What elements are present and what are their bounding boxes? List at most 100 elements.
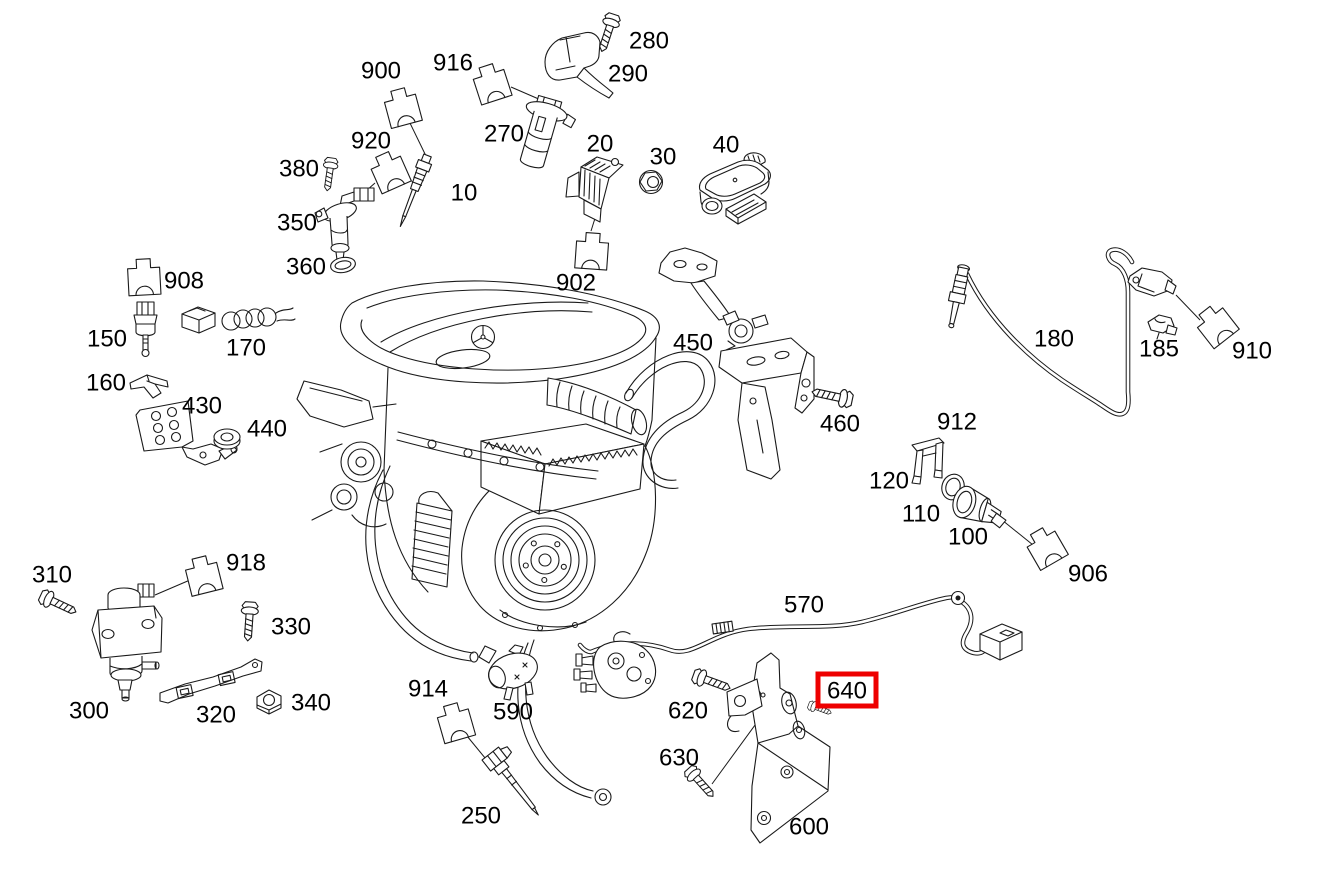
part-label-330[interactable]: 330: [271, 614, 311, 641]
part-callout-900[interactable]: 900: [361, 58, 401, 85]
part-callout-916[interactable]: 916: [433, 50, 473, 77]
part-callout-380[interactable]: 380: [279, 156, 319, 183]
part-label-185[interactable]: 185: [1139, 336, 1179, 363]
part-label-270[interactable]: 270: [484, 121, 524, 148]
part-callout-360[interactable]: 360: [286, 254, 326, 281]
part-callout-150[interactable]: 150: [87, 326, 127, 353]
part-callout-600[interactable]: 600: [789, 814, 829, 841]
part-callout-902[interactable]: 902: [556, 270, 596, 297]
part-callout-185[interactable]: 185: [1139, 336, 1179, 363]
part-callout-170[interactable]: 170: [226, 335, 266, 362]
part-callout-20[interactable]: 20: [587, 131, 614, 158]
part-callout-450[interactable]: 450: [673, 330, 713, 357]
part-label-290[interactable]: 290: [608, 61, 648, 88]
part-label-902[interactable]: 902: [556, 270, 596, 297]
part-callout-570[interactable]: 570: [784, 592, 824, 619]
highlight-box: [815, 671, 879, 709]
part-label-920[interactable]: 920: [351, 128, 391, 155]
part-590-valve-drawing: [478, 644, 538, 701]
part-label-910[interactable]: 910: [1232, 338, 1272, 365]
part-label-160[interactable]: 160: [86, 370, 126, 397]
leader-lines: [154, 86, 1201, 785]
part-callout-630[interactable]: 630: [659, 745, 699, 772]
part-label-918[interactable]: 918: [226, 550, 266, 577]
part-100-sensor-drawing: [952, 485, 1007, 529]
part-label-170[interactable]: 170: [226, 335, 266, 362]
part-label-590[interactable]: 590: [493, 699, 533, 726]
part-label-100[interactable]: 100: [948, 524, 988, 551]
part-callout-110[interactable]: 110: [902, 501, 940, 528]
part-label-600[interactable]: 600: [789, 814, 829, 841]
part-callout-40[interactable]: 40: [713, 132, 740, 159]
part-label-380[interactable]: 380: [279, 156, 319, 183]
part-label-40[interactable]: 40: [713, 132, 740, 159]
part-label-460[interactable]: 460: [820, 411, 860, 438]
part-912-fork-clip-drawing: [911, 437, 945, 485]
part-callout-620[interactable]: 620: [668, 698, 708, 725]
part-label-30[interactable]: 30: [650, 144, 677, 171]
part-label-430[interactable]: 430: [182, 393, 222, 420]
part-label-440[interactable]: 440: [247, 416, 287, 443]
part-label-20[interactable]: 20: [587, 131, 614, 158]
part-callout-330[interactable]: 330: [271, 614, 311, 641]
part-callout-300[interactable]: 300: [69, 698, 109, 725]
part-label-280[interactable]: 280: [629, 28, 669, 55]
labels-layer: 280 290 916 900 920 270 20 30 40 380 10 350 360 902 90…: [32, 28, 1272, 841]
part-label-350[interactable]: 350: [277, 210, 317, 237]
part-label-250[interactable]: 250: [461, 803, 501, 830]
part-callout-270[interactable]: 270: [484, 121, 524, 148]
part-label-916[interactable]: 916: [433, 50, 473, 77]
part-callout-30[interactable]: 30: [650, 144, 677, 171]
part-290-module-drawing: [544, 31, 614, 99]
part-callout-160[interactable]: 160: [86, 370, 126, 397]
part-callout-180[interactable]: 180: [1034, 326, 1074, 353]
part-label-300[interactable]: 300: [69, 698, 109, 725]
part-callout-250[interactable]: 250: [461, 803, 501, 830]
part-label-908[interactable]: 908: [164, 268, 204, 295]
part-callout-430[interactable]: 430: [182, 393, 222, 420]
part-callout-910[interactable]: 910: [1232, 338, 1272, 365]
engine-illustration: [296, 280, 716, 806]
part-callout-440[interactable]: 440: [247, 416, 287, 443]
part-900-connector-cover-drawing: [381, 84, 423, 130]
part-callout-10[interactable]: 10: [451, 180, 478, 207]
part-callout-290[interactable]: 290: [608, 61, 648, 88]
part-label-320[interactable]: 320: [196, 702, 236, 729]
part-label-570[interactable]: 570: [784, 592, 824, 619]
pump-assembly-drawing: [573, 631, 657, 699]
part-callout-120[interactable]: 120: [869, 468, 909, 495]
part-callout-340[interactable]: 340: [291, 690, 331, 717]
part-callout-914[interactable]: 914: [408, 676, 448, 703]
part-label-914[interactable]: 914: [408, 676, 448, 703]
part-callout-920[interactable]: 920: [351, 128, 391, 155]
part-callout-460[interactable]: 460: [820, 411, 860, 438]
part-label-150[interactable]: 150: [87, 326, 127, 353]
part-callout-906[interactable]: 906: [1068, 561, 1108, 588]
part-914-connector-cover-drawing: [434, 699, 477, 745]
part-callout-320[interactable]: 320: [196, 702, 236, 729]
part-callout-310[interactable]: 310: [32, 562, 72, 589]
part-callout-908[interactable]: 908: [164, 268, 204, 295]
part-920-connector-cover-drawing: [366, 147, 412, 195]
part-label-912[interactable]: 912: [937, 409, 977, 436]
part-callout-590[interactable]: 590: [493, 699, 533, 726]
part-label-120[interactable]: 120: [869, 468, 909, 495]
part-callout-918[interactable]: 918: [226, 550, 266, 577]
part-callout-100[interactable]: 100: [948, 524, 988, 551]
part-label-630[interactable]: 630: [659, 745, 699, 772]
part-callout-640[interactable]: 640: [815, 671, 879, 709]
part-label-340[interactable]: 340: [291, 690, 331, 717]
part-label-310[interactable]: 310: [32, 562, 72, 589]
part-callout-350[interactable]: 350: [277, 210, 317, 237]
part-label-180[interactable]: 180: [1034, 326, 1074, 353]
part-callout-280[interactable]: 280: [629, 28, 669, 55]
part-label-450[interactable]: 450: [673, 330, 713, 357]
part-label-906[interactable]: 906: [1068, 561, 1108, 588]
part-label-620[interactable]: 620: [668, 698, 708, 725]
part-label-900[interactable]: 900: [361, 58, 401, 85]
part-label-10[interactable]: 10: [451, 180, 478, 207]
part-callout-912[interactable]: 912: [937, 409, 977, 436]
part-label-360[interactable]: 360: [286, 254, 326, 281]
part-label-640[interactable]: 640: [827, 678, 867, 705]
part-label-110[interactable]: 110: [902, 501, 940, 528]
